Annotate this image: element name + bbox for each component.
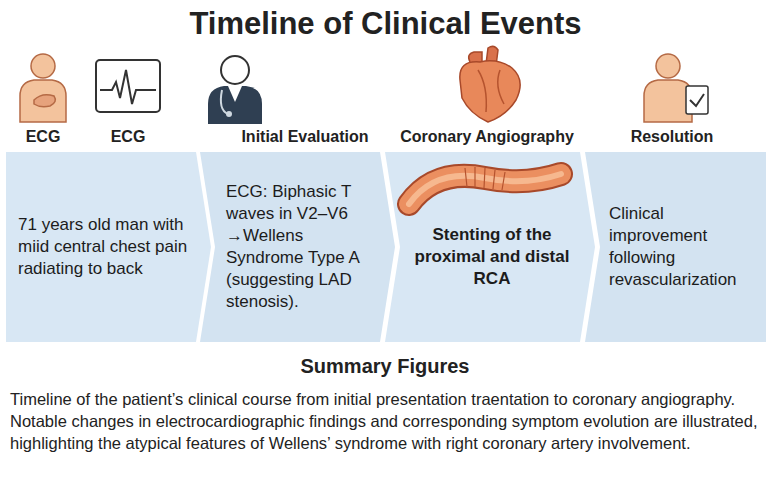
icon-label: ECG [26,128,61,146]
artery-illustration [395,160,575,222]
resolution-icon [644,54,708,122]
step-text: ECG: Biphasic T waves in V2–V6 →Wellens … [226,181,379,314]
step-text: 71 years old man with miid central chest… [18,214,189,280]
caption: Timeline of the patient’s clinical cours… [10,389,762,454]
step-text: Clinical improvement following revascula… [609,203,758,291]
ecg-monitor-icon [96,60,160,112]
heart-icon [460,46,520,122]
icon-label: ECG [111,128,146,146]
timeline-step: 71 years old man with miid central chest… [6,152,211,342]
timeline-step: ECG: Biphasic T waves in V2–V6 →Wellens … [200,152,395,342]
chevron-fill [200,152,395,342]
patient-icon [20,54,66,122]
step-text: Stenting of the proximal and distal RCA [409,224,575,290]
icon-label: Initial Evaluation [241,128,368,146]
section-heading: Summary Figures [301,355,470,378]
chevron-fill [6,152,211,342]
chevron-fill [585,152,766,342]
chevron-shape [200,152,395,342]
chevron-shape [585,152,766,342]
title: Timeline of Clinical Events [0,6,771,42]
doctor-icon [208,56,262,124]
chevron-fill [385,152,595,342]
icon-label: Coronary Angiography [400,128,574,146]
timeline-step: Clinical improvement following revascula… [585,152,766,342]
icon-label: Resolution [631,128,714,146]
